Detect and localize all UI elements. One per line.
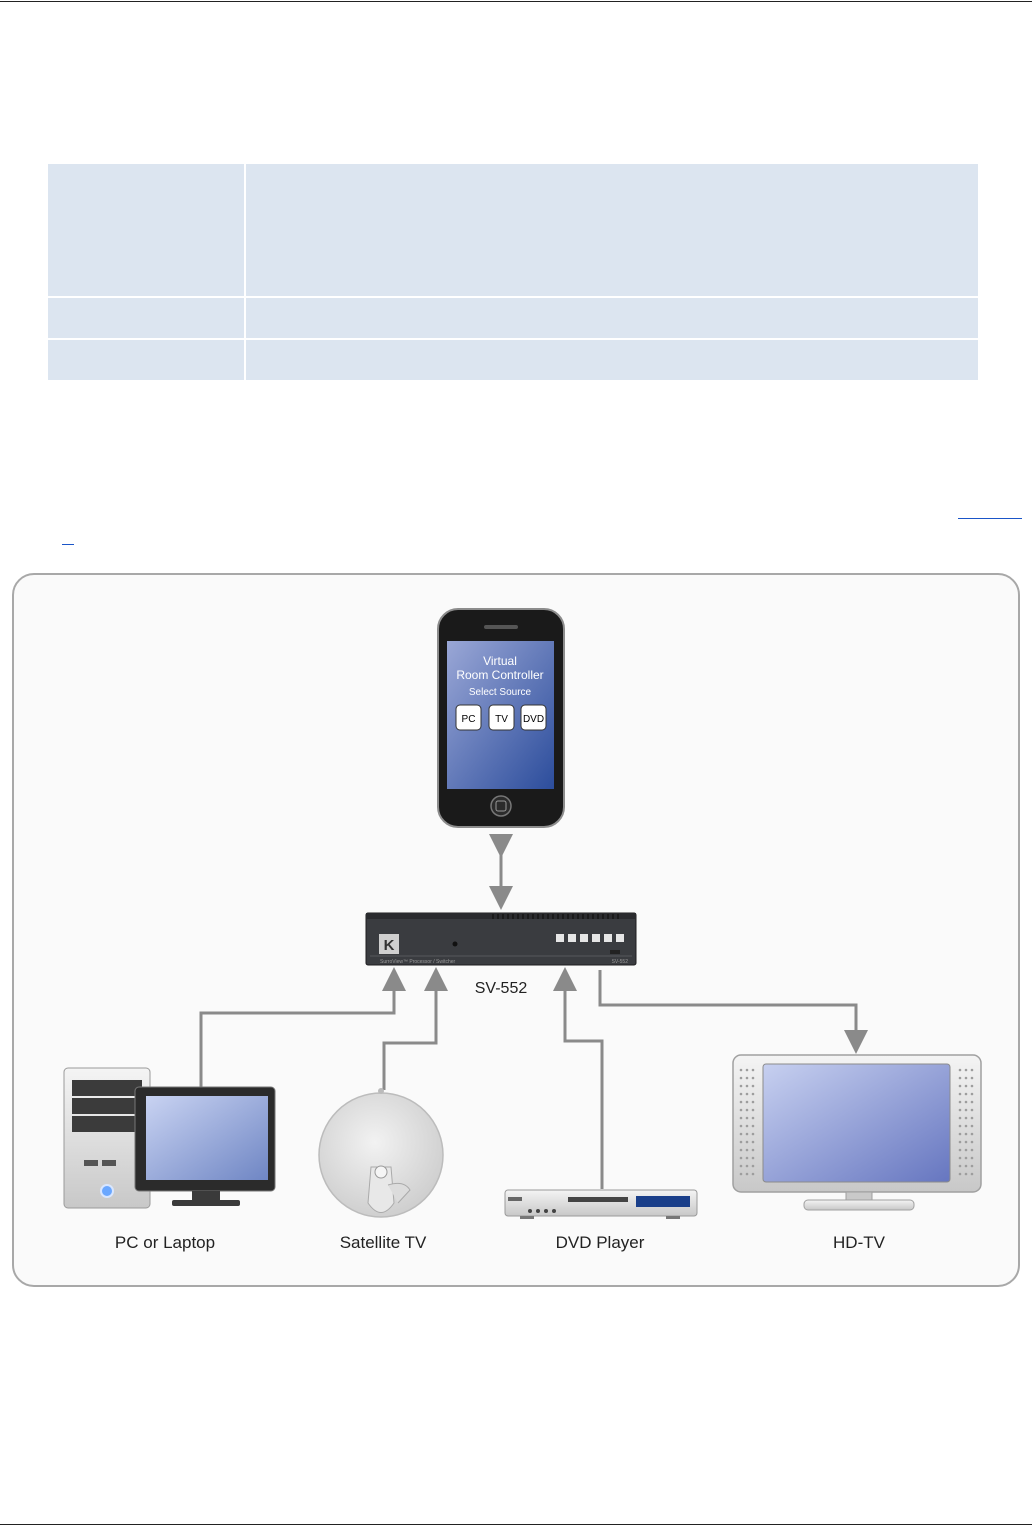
spec-table [46, 162, 980, 382]
dvd-player-icon [504, 1189, 698, 1219]
table-row [46, 296, 980, 340]
switcher-model-text: SV-552 [612, 959, 629, 965]
table-row [46, 338, 980, 382]
table-cell [244, 338, 980, 382]
tv-screen [762, 1063, 951, 1183]
switcher-front-text: SurroView™ Processor / Switcher [380, 959, 456, 965]
source-button-pc-label: PC [462, 714, 476, 725]
table-cell [244, 296, 980, 340]
hdtv-label: HD-TV [833, 1233, 886, 1252]
phone-title-line1: Virtual [483, 654, 517, 668]
switcher-label: SV-552 [475, 980, 528, 997]
dvd-connector [553, 967, 604, 1189]
phone-title-line2: Room Controller [456, 668, 543, 682]
source-button-tv[interactable]: TV [488, 704, 515, 731]
source-button-dvd-label: DVD [523, 714, 544, 725]
cross-reference-link-continued[interactable] [62, 532, 74, 545]
smartphone: Virtual Room Controller Select Source PC… [437, 608, 565, 828]
page-bottom-rule [0, 1524, 1032, 1525]
source-button-dvd[interactable]: DVD [520, 704, 547, 731]
home-button-icon [490, 795, 512, 817]
table-row [46, 162, 980, 298]
kramer-logo-icon [379, 934, 399, 954]
switcher-unit: K SurroView™ Processor / Switcher SV-552 [365, 912, 637, 966]
phone-subtitle: Select Source [469, 687, 532, 698]
pc-label: PC or Laptop [115, 1233, 215, 1252]
table-cell [244, 162, 980, 298]
table-cell [46, 296, 246, 340]
source-button-pc[interactable]: PC [455, 704, 482, 731]
hdtv-icon [732, 1054, 982, 1211]
monitor-screen [146, 1096, 268, 1180]
cross-reference-link[interactable] [958, 504, 1022, 519]
satellite-label: Satellite TV [340, 1233, 427, 1252]
pc-computer-icon [63, 1067, 276, 1209]
kramer-logo-letter: K [384, 937, 395, 954]
signal-connectors [199, 967, 868, 1189]
hdtv-connector [598, 970, 868, 1054]
pc-connector [199, 967, 406, 1087]
source-button-tv-label: TV [495, 714, 508, 725]
dvd-label: DVD Player [556, 1233, 645, 1252]
table-cell [46, 162, 246, 298]
page-top-rule [0, 1, 1032, 2]
satellite-dish-icon [318, 1088, 444, 1218]
switcher-front-buttons [556, 934, 624, 942]
satellite-connector [382, 967, 448, 1090]
table-cell [46, 338, 246, 382]
